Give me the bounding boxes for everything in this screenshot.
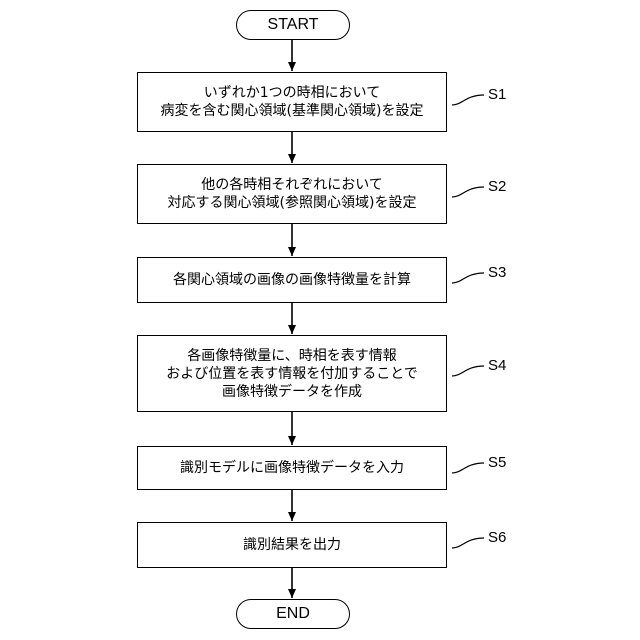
step-s3-line-1: 各関心領域の画像の画像特徴量を計算 (173, 271, 411, 289)
start-label: START (268, 16, 319, 34)
step-label-s1: S1 (488, 86, 506, 103)
step-label-s3: S3 (488, 264, 506, 281)
end-terminal: END (236, 599, 350, 629)
step-label-s6: S6 (488, 529, 506, 546)
step-box-s5: 識別モデルに画像特徴データを入力 (137, 446, 447, 490)
step-label-s5: S5 (488, 454, 506, 471)
step-s2-line-2: 対応する関心領域(参照関心領域)を設定 (168, 194, 417, 212)
step-box-s4: 各画像特徴量に、時相を表す情報 および位置を表す情報を付加することで 画像特徴デ… (137, 335, 447, 412)
step-label-s4: S4 (488, 357, 506, 374)
step-label-leaders (452, 95, 484, 548)
leader-line-s1 (452, 95, 484, 105)
leader-line-s2 (452, 187, 484, 197)
step-s6-line-1: 識別結果を出力 (243, 536, 341, 554)
step-s4-line-1: 各画像特徴量に、時相を表す情報 (187, 347, 397, 365)
end-label: END (276, 605, 310, 623)
leader-line-s5 (452, 463, 484, 473)
step-s2-line-1: 他の各時相それぞれにおいて (201, 176, 383, 194)
step-label-s2: S2 (488, 178, 506, 195)
step-s4-line-3: 画像特徴データを作成 (222, 383, 362, 401)
leader-line-s6 (452, 538, 484, 548)
leader-line-s4 (452, 366, 484, 376)
step-box-s6: 識別結果を出力 (137, 522, 447, 568)
step-box-s1: いずれか1つの時相において 病変を含む関心領域(基準関心領域)を設定 (137, 72, 447, 132)
start-terminal: START (236, 10, 350, 40)
step-box-s3: 各関心領域の画像の画像特徴量を計算 (137, 257, 447, 303)
step-s1-line-1: いずれか1つの時相において (204, 84, 381, 102)
step-s1-line-2: 病変を含む関心領域(基準関心領域)を設定 (161, 102, 424, 120)
step-s5-line-1: 識別モデルに画像特徴データを入力 (180, 459, 404, 477)
step-box-s2: 他の各時相それぞれにおいて 対応する関心領域(参照関心領域)を設定 (137, 164, 447, 224)
leader-line-s3 (452, 273, 484, 283)
step-s4-line-2: および位置を表す情報を付加することで (166, 365, 418, 383)
